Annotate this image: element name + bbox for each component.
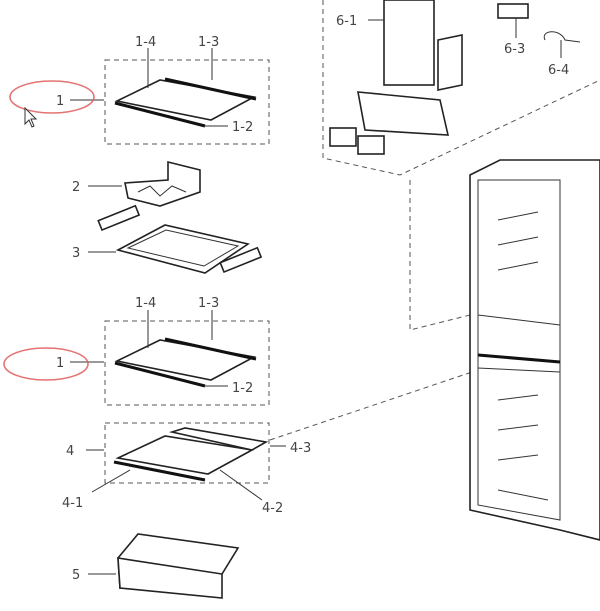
label-2: 2 — [72, 180, 80, 195]
group-box — [104, 59, 270, 145]
shelf-front-trim — [114, 101, 206, 128]
shelf-rear-trim — [164, 77, 257, 101]
label-1-3: 1-3 — [198, 296, 219, 311]
shelf-assembly-middle[interactable]: 1-4 1-3 1 1-2 — [3, 296, 270, 406]
shelf-assembly-split[interactable]: 4 4-3 4-1 4-2 — [62, 422, 311, 516]
label-4-2: 4-2 — [262, 501, 283, 516]
label-1: 1 — [56, 94, 64, 109]
label-5: 5 — [72, 568, 80, 583]
label-6-3: 6-3 — [504, 42, 525, 57]
label-4: 4 — [66, 444, 74, 459]
wine-rack[interactable]: 2 — [72, 160, 201, 207]
label-4-3: 4-3 — [290, 441, 311, 456]
label-1: 1 — [56, 356, 64, 371]
highlight-circle — [9, 80, 95, 114]
duct-assembly[interactable]: 6-1 6-3 6-4 — [322, 0, 600, 176]
label-1-3: 1-3 — [198, 35, 219, 50]
refrigerator-cabinet — [469, 159, 600, 541]
highlight-circle — [3, 347, 89, 381]
label-1-2: 1-2 — [232, 381, 253, 396]
label-3: 3 — [72, 246, 80, 261]
label-1-4: 1-4 — [135, 35, 156, 50]
drawer[interactable]: 5 — [72, 533, 240, 599]
mouse-cursor-icon — [24, 106, 38, 128]
label-1-2: 1-2 — [232, 120, 253, 135]
glass-shelf — [114, 79, 257, 121]
group-box — [104, 320, 270, 406]
tray[interactable]: 3 — [72, 204, 263, 274]
label-4-1: 4-1 — [62, 496, 83, 511]
label-6-1: 6-1 — [336, 14, 357, 29]
label-1-4: 1-4 — [135, 296, 156, 311]
shelf-assembly-top[interactable]: 1-4 1-3 1 1-2 — [9, 35, 270, 145]
label-6-4: 6-4 — [548, 63, 569, 78]
